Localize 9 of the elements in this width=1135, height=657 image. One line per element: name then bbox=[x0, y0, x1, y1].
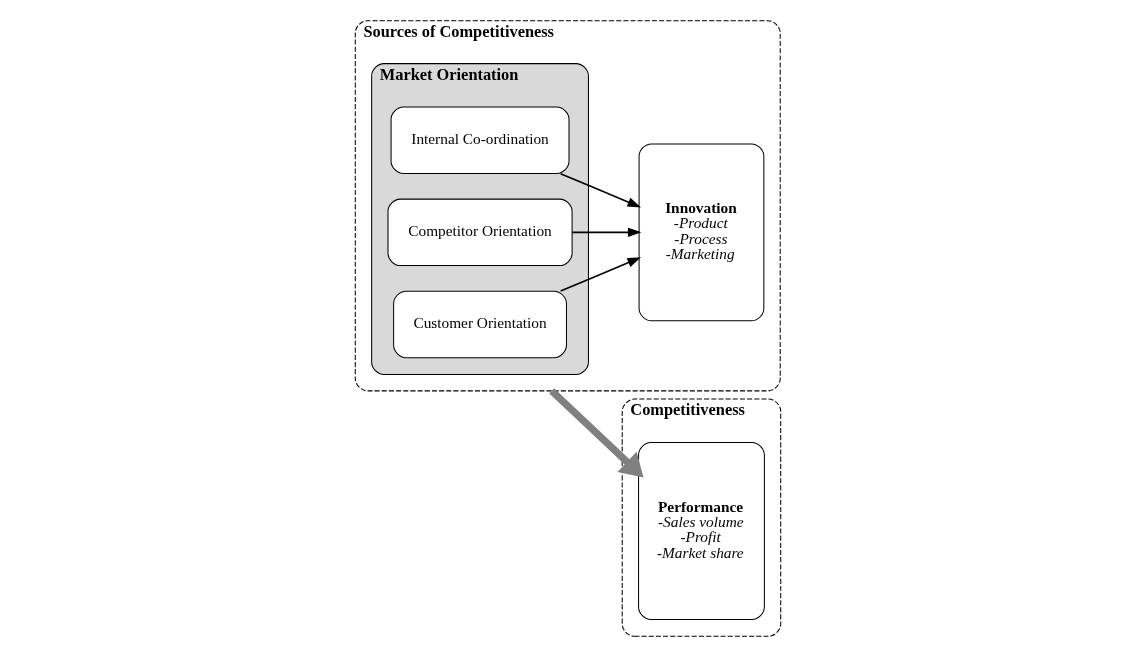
arrow bbox=[559, 172, 641, 208]
node-box: Competitor Orientation bbox=[387, 198, 573, 267]
arrow bbox=[548, 388, 644, 478]
node-box: Innovation -Product -Process -Marketing bbox=[638, 143, 764, 322]
node-box: Customer Orientation bbox=[392, 290, 567, 359]
node-box: Performance -Sales volume -Profit -Market share bbox=[637, 442, 765, 620]
node-box: Internal Co-ordination bbox=[390, 106, 570, 175]
arrow bbox=[559, 257, 641, 292]
arrow bbox=[570, 227, 641, 238]
